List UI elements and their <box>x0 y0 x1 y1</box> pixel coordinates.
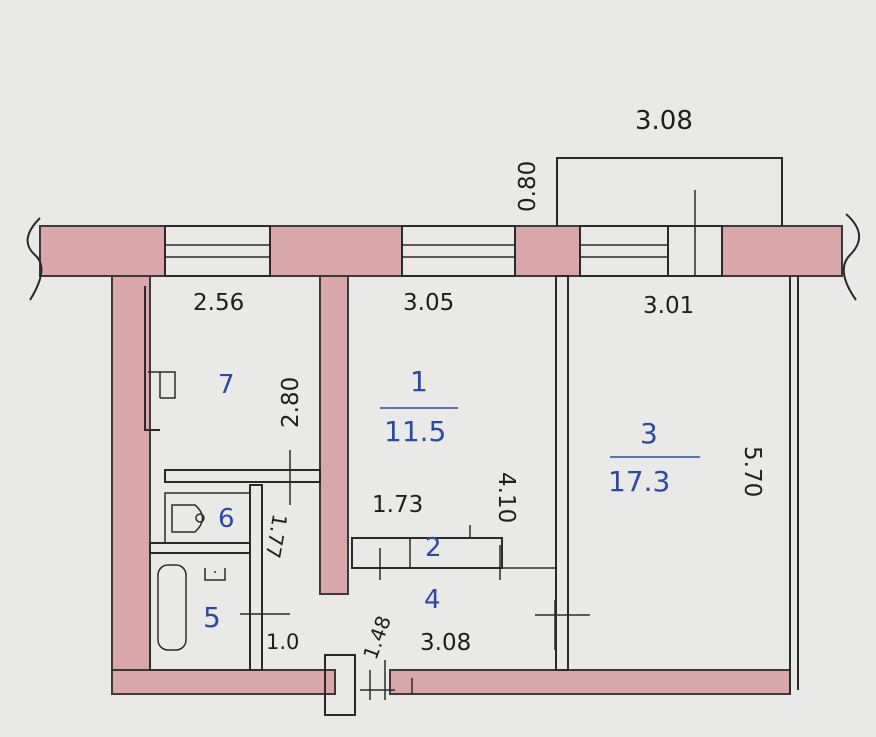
toilet-icon <box>171 504 204 533</box>
room-1-area: 11.5 <box>384 415 447 448</box>
room1-width-label: 3.05 <box>403 290 455 316</box>
exterior-wall-bottom-right <box>389 669 791 695</box>
wall-break-left <box>26 217 43 301</box>
room-4-number: 4 <box>424 585 441 615</box>
entrance-door <box>324 654 356 716</box>
closet-width-label: 1.73 <box>372 492 424 518</box>
bath-width-label: 1.0 <box>266 630 300 654</box>
exterior-wall-left <box>111 275 151 695</box>
room7-height-label: 2.80 <box>278 376 304 428</box>
bathroom <box>149 552 251 671</box>
hall-width-label: 3.08 <box>420 630 472 656</box>
exterior-wall-bottom-left <box>111 669 336 695</box>
wc-room <box>164 492 251 544</box>
sink-icon <box>204 568 226 581</box>
room3-width-label: 3.01 <box>643 293 695 319</box>
room-7-number: 7 <box>218 370 235 400</box>
wall-break-right <box>842 213 860 301</box>
room-1-number: 1 <box>410 365 428 398</box>
kitchen-stove <box>148 371 176 399</box>
room3-height-label: 5.70 <box>739 446 765 498</box>
windows <box>164 190 723 277</box>
bathtub-icon <box>157 564 187 651</box>
exterior-wall-top <box>39 225 843 277</box>
interior-wall-7-1 <box>319 275 349 595</box>
room-3-number: 3 <box>640 417 658 450</box>
balcony-outline <box>556 157 783 226</box>
room1-height-label: 4.10 <box>493 472 519 524</box>
partition-kitchen-wc <box>164 469 321 483</box>
room-2-number: 2 <box>425 533 442 563</box>
partition-1-3 <box>555 275 569 671</box>
balcony-depth-label: 0.80 <box>515 160 541 212</box>
room-6-number: 6 <box>218 504 235 534</box>
room-5-number: 5 <box>203 601 221 634</box>
balcony-width-label: 3.08 <box>635 106 693 136</box>
room7-width-label: 2.56 <box>193 290 245 316</box>
room-3-area: 17.3 <box>608 465 671 498</box>
